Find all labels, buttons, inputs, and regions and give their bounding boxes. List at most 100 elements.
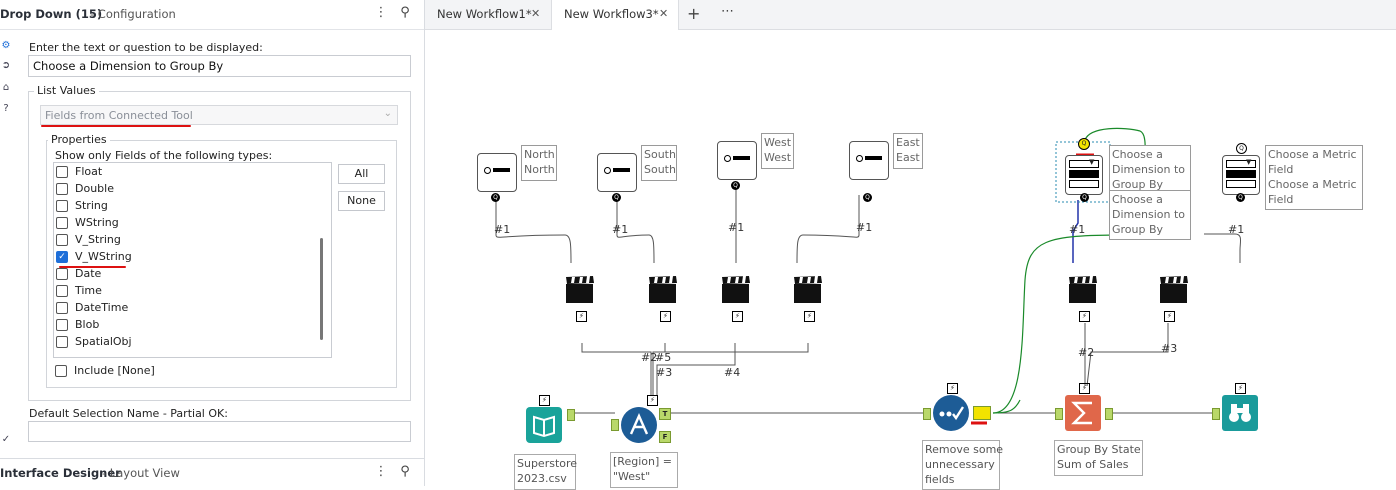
properties-group [46,140,397,388]
configuration-header: Drop Down (15) - Configuration ⋮ ⚲ [0,0,424,30]
action-tool[interactable] [793,275,823,305]
action-tool[interactable] [721,275,751,305]
dropdown-tool-metric[interactable]: ▼ [1222,155,1260,195]
radio-tool-north[interactable] [477,153,517,192]
field-type-label: Double [75,182,114,195]
connector-label: #2 [641,351,658,364]
filter-false-anchor[interactable]: F [659,431,671,443]
connector-label: #3 [656,366,673,379]
checkbox[interactable] [56,285,68,297]
chevron-down-icon: ▼ [1246,158,1252,166]
prompt-input[interactable]: Choose a Dimension to Group By [28,55,411,77]
list-source-value: Fields from Connected Tool [45,109,193,122]
action-tool[interactable] [648,275,678,305]
list-values-group [28,91,411,401]
checkbox[interactable] [56,166,68,178]
input-anchor[interactable] [611,419,619,431]
tag-icon[interactable]: ⌂ [2,82,10,93]
annotation-metric: Choose a Metric Field Choose a Metric Fi… [1265,145,1363,210]
annotation-east: East East [893,133,923,169]
checkbox[interactable] [56,183,68,195]
action-tool[interactable] [1068,275,1098,305]
checkbox[interactable] [56,217,68,229]
checkbox[interactable] [56,336,68,348]
field-type-label: WString [75,216,119,229]
select-none-button[interactable]: None [338,191,385,211]
pin-icon[interactable]: ⚲ [400,5,410,20]
caption-select: Remove some unnecessary fields [922,440,1003,490]
connector-label: #1 [494,223,511,236]
workflow-canvas[interactable]: Q Q Q Q North North South South West Wes… [425,30,1396,490]
checkbox[interactable] [56,319,68,331]
radio-tool-south[interactable] [597,153,637,192]
summarize-tool[interactable] [1065,395,1101,431]
list-source-select[interactable]: Fields from Connected Tool ⌄ [40,105,398,125]
question-anchor-icon: Q [1236,143,1247,154]
book-icon [533,415,555,438]
list-scrollbar[interactable] [320,238,323,340]
close-icon[interactable]: ✕ [659,7,669,20]
checkbox[interactable] [56,200,68,212]
question-anchor-icon: Q [612,193,621,202]
field-type-label: Time [75,284,102,297]
filter-true-anchor[interactable]: T [659,408,671,420]
question-anchor-icon: Q [491,193,500,202]
output-anchor[interactable] [973,406,991,420]
green-connector [992,234,1185,414]
output-anchor[interactable] [1105,408,1113,420]
filter-icon [629,413,649,435]
checkbox-checked[interactable]: ✓ [56,251,68,263]
connector-label: #1 [1228,223,1245,236]
input-anchor[interactable] [567,409,575,421]
select-all-button[interactable]: All [338,164,385,184]
action-tool[interactable] [565,275,595,305]
input-anchor[interactable] [1055,408,1063,420]
checkbox[interactable] [56,302,68,314]
gear-icon[interactable]: ⚙ [1,40,11,51]
annotation-south: South South [641,145,677,181]
question-anchor-icon: Q [1080,193,1089,202]
lightning-icon: ⚡ [804,311,815,322]
config-title: Drop Down (15) [0,7,103,21]
connector-label: #3 [1161,342,1178,355]
checkbox[interactable] [56,234,68,246]
lightning-icon: ⚡ [1164,311,1175,322]
help-icon[interactable]: ? [3,103,9,114]
caption-summarize: Group By State Sum of Sales [1054,440,1143,476]
tab-new-workflow3[interactable]: New Workflow3* ✕ [551,0,679,30]
checkbox[interactable] [56,268,68,280]
input-anchor[interactable] [1212,408,1220,420]
annotation-west: West West [761,133,794,169]
more-options-icon[interactable]: ⋮ [374,5,388,20]
workflow-tab-bar: New Workflow1* ✕ New Workflow3* ✕ + ⋯ [425,0,1396,30]
lightning-icon: ⚡ [732,311,743,322]
check-circle-icon[interactable]: ✓ [1,434,11,445]
close-icon[interactable]: ✕ [531,7,541,20]
action-tool[interactable] [1159,275,1189,305]
more-tabs-icon[interactable]: ⋯ [721,4,734,19]
input-anchor[interactable] [923,408,931,420]
list-values-label: List Values [34,84,99,97]
dropdown-tool-dimension[interactable]: ▼ [1065,155,1103,195]
browse-tool[interactable] [1222,395,1258,431]
tab-label: New Workflow3* [564,7,659,21]
include-none-box[interactable] [55,365,67,377]
arrow-circle-icon[interactable]: ➲ [1,60,11,71]
radio-tool-west[interactable] [717,141,757,180]
binoculars-icon [1229,404,1251,422]
add-tab-icon[interactable]: + [687,4,701,23]
config-subtitle: - Configuration [90,7,176,21]
default-selection-input[interactable] [28,421,411,442]
field-type-label: V_WString [75,250,132,263]
filter-tool[interactable] [621,407,657,443]
pin-icon[interactable]: ⚲ [400,464,410,479]
select-tool[interactable] [933,395,969,431]
field-type-label: Float [75,165,103,178]
radio-tool-east[interactable] [849,141,889,180]
more-options-icon[interactable]: ⋮ [374,464,388,479]
interface-designer-subtitle: - Layout View [102,466,180,480]
input-data-tool[interactable] [526,407,562,443]
connector-label: #2 [1078,346,1095,359]
tab-new-workflow1[interactable]: New Workflow1* ✕ [425,0,551,29]
